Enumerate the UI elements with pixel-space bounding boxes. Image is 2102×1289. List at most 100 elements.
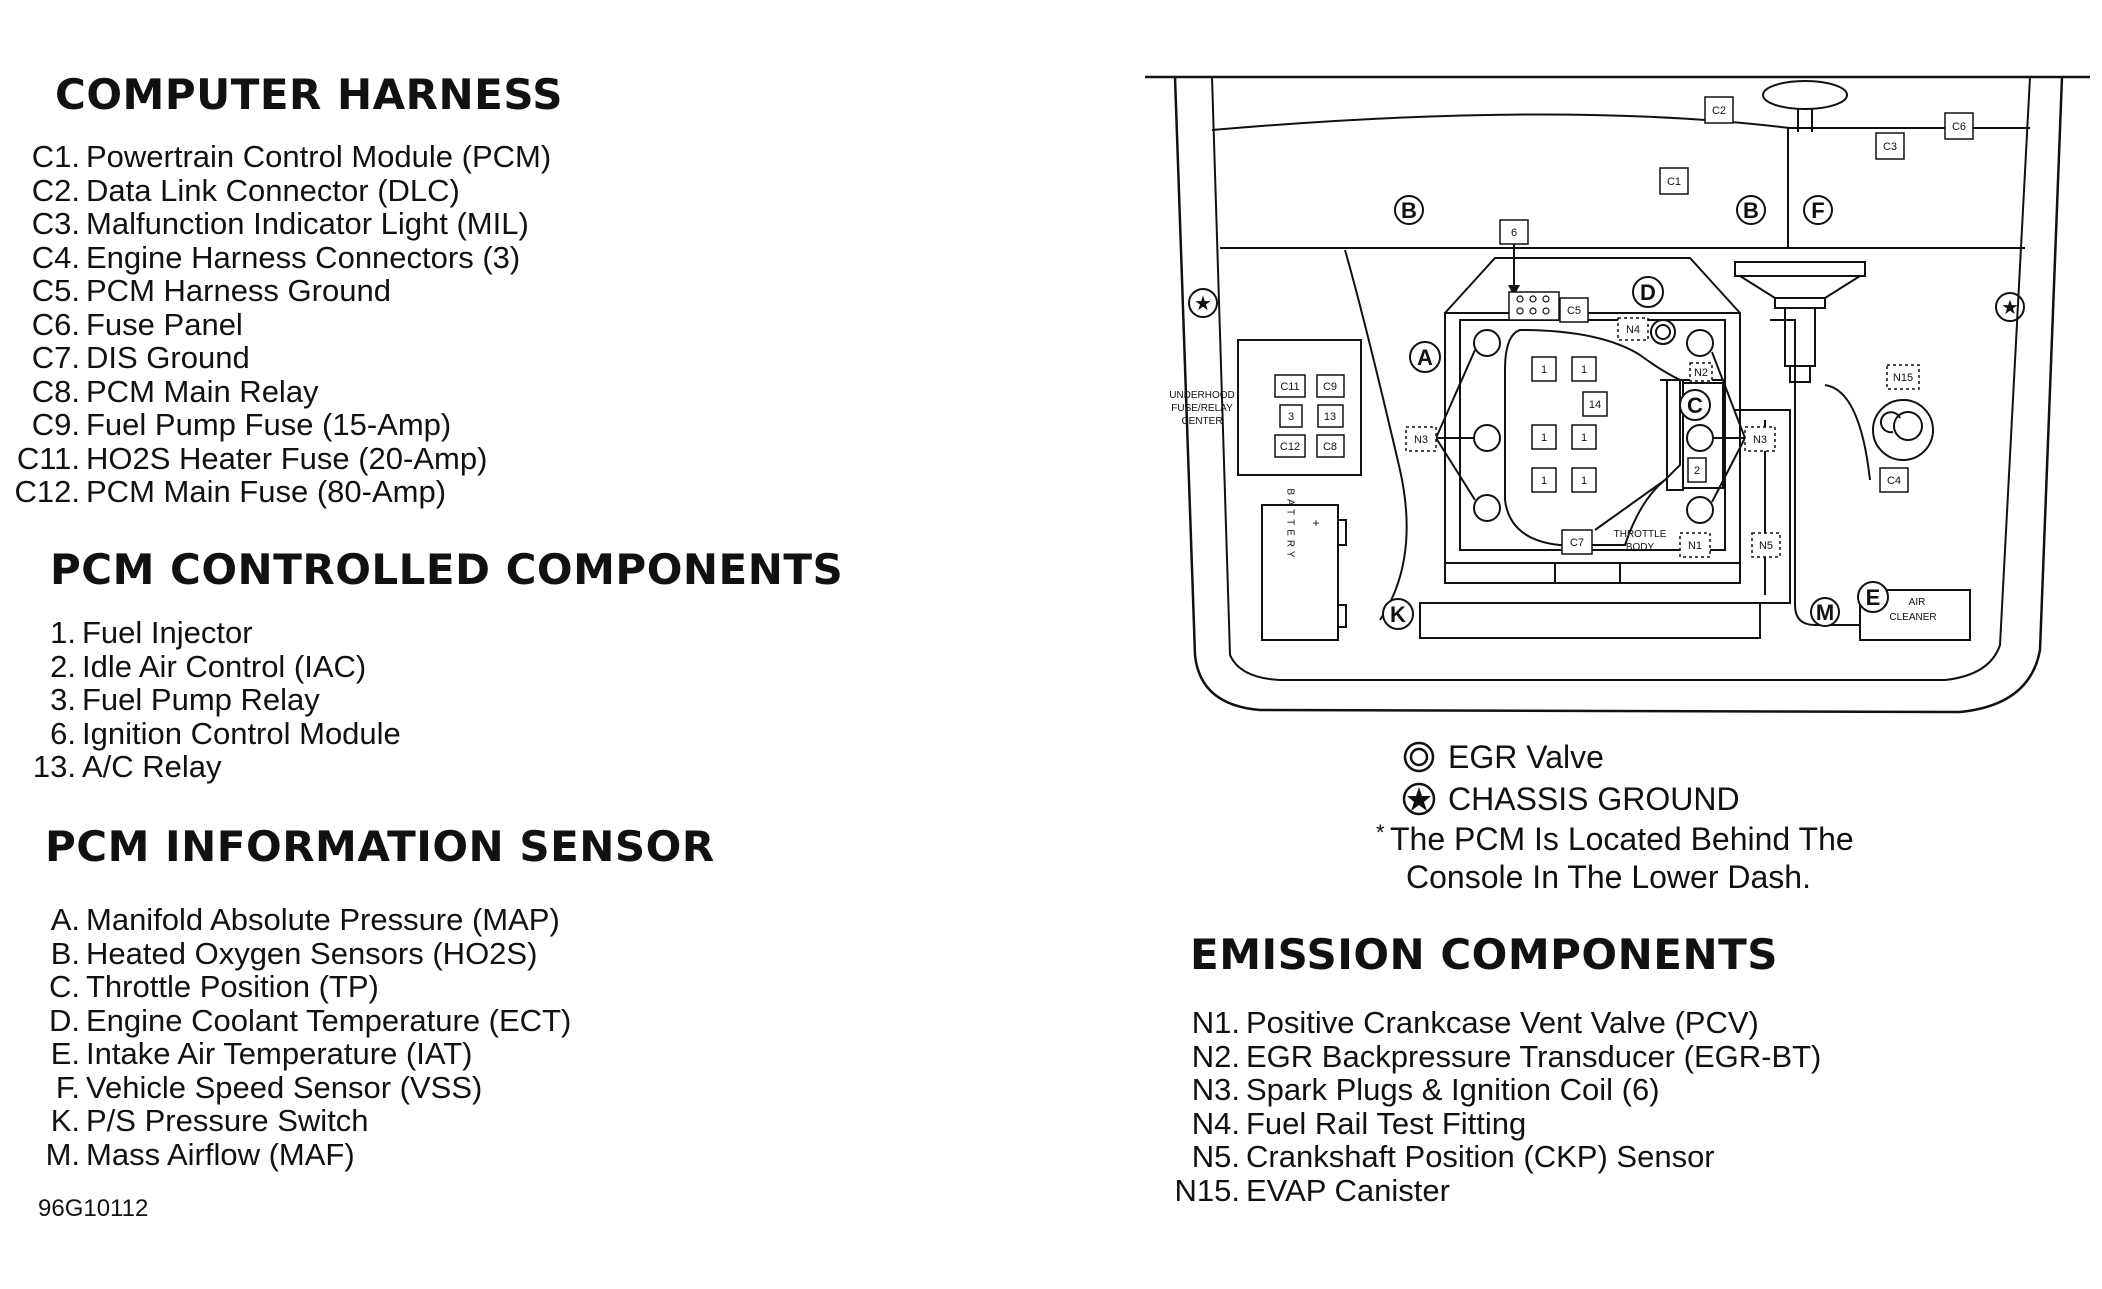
item-code: F.: [55, 1069, 80, 1105]
marker-c: C: [1687, 393, 1703, 418]
list-item: D.Engine Coolant Temperature (ECT): [32, 1002, 572, 1038]
throttle-body-label-2: BODY: [1626, 542, 1655, 553]
chassis-ground-icon: [1402, 782, 1436, 816]
item-code: C2.: [31, 172, 80, 208]
item-code: 2.: [50, 648, 76, 684]
item-code: B.: [50, 935, 80, 971]
item-label: Engine Harness Connectors (3): [86, 239, 521, 275]
item-label: Fuse Panel: [86, 306, 243, 342]
item-code: N1.: [1191, 1005, 1240, 1040]
item-code: E.: [50, 1036, 80, 1071]
item-code: C11.: [16, 440, 80, 476]
list-item: N15.EVAP Canister: [1170, 1172, 1821, 1208]
list-item: N1.Positive Crankcase Vent Valve (PCV): [1170, 1006, 1821, 1040]
item-label: Engine Coolant Temperature (ECT): [86, 1002, 572, 1038]
item-label: EGR Backpressure Transducer (EGR-BT): [1246, 1038, 1822, 1074]
marker-b-right: B: [1743, 198, 1759, 223]
item-label: P/S Pressure Switch: [86, 1103, 369, 1138]
list-item: C7.DIS Ground: [0, 341, 551, 375]
label-c6: C6: [1952, 121, 1966, 133]
item-label: Manifold Absolute Pressure (MAP): [86, 902, 560, 937]
item-code: N15.: [1174, 1172, 1240, 1208]
label-c12: C12: [1280, 441, 1300, 453]
note-line-2: Console In The Lower Dash.: [1406, 859, 1811, 895]
item-code: 1.: [50, 615, 76, 650]
list-item: N5.Crankshaft Position (CKP) Sensor: [1170, 1140, 1821, 1174]
label-injector-1c: 1: [1541, 432, 1547, 444]
item-label: Crankshaft Position (CKP) Sensor: [1246, 1139, 1715, 1174]
underhood-label-1: UNDERHOOD: [1169, 390, 1235, 401]
battery-plus-label: +: [1312, 516, 1319, 530]
pcm-information-title: PCM INFORMATION SENSOR: [45, 822, 715, 871]
label-injector-1b: 1: [1581, 364, 1587, 376]
figure-code: 96G10112: [38, 1195, 149, 1222]
chassis-ground-star-right: ★: [2001, 297, 2019, 319]
item-code: A.: [50, 902, 80, 937]
list-item: 6.Ignition Control Module: [28, 715, 401, 751]
emission-components-list: N1.Positive Crankcase Vent Valve (PCV) N…: [1170, 1006, 1822, 1208]
pcm-controlled-list: 1.Fuel Injector 2.Idle Air Control (IAC)…: [28, 616, 401, 784]
item-code: D.: [49, 1002, 80, 1038]
item-label: Idle Air Control (IAC): [82, 648, 367, 684]
item-label: A/C Relay: [82, 749, 222, 784]
list-item: 3.Fuel Pump Relay: [28, 683, 401, 717]
marker-b-left: B: [1401, 198, 1417, 223]
marker-f: F: [1811, 198, 1824, 223]
underhood-label-3: CENTER: [1181, 416, 1222, 427]
item-code: C6.: [31, 306, 80, 342]
list-item: C12.PCM Main Fuse (80-Amp): [0, 475, 551, 509]
item-code: 13.: [32, 749, 76, 784]
item-code: M.: [45, 1136, 80, 1172]
item-code: C1.: [31, 139, 80, 174]
marker-e: E: [1866, 585, 1881, 610]
note-line-1: The PCM Is Located Behind The: [1390, 821, 1854, 857]
list-item: C4.Engine Harness Connectors (3): [0, 239, 551, 275]
item-code: C12.: [14, 474, 80, 509]
label-2: 2: [1694, 465, 1700, 477]
item-label: Throttle Position (TP): [86, 969, 379, 1004]
label-injector-1d: 1: [1581, 432, 1587, 444]
list-item: C9.Fuel Pump Fuse (15-Amp): [0, 408, 551, 442]
item-label: Fuel Rail Test Fitting: [1246, 1105, 1527, 1141]
item-label: Positive Crankcase Vent Valve (PCV): [1246, 1005, 1759, 1040]
item-label: Fuel Pump Relay: [82, 682, 320, 717]
list-item: 2.Idle Air Control (IAC): [28, 648, 401, 684]
marker-d: D: [1640, 280, 1656, 305]
list-item: N4.Fuel Rail Test Fitting: [1170, 1105, 1821, 1141]
air-cleaner-label-2: CLEANER: [1889, 612, 1936, 623]
marker-a: A: [1417, 345, 1433, 370]
item-code: N4.: [1191, 1105, 1240, 1141]
engine-compartment-diagram: B B F D A C K M E ★ ★ C2 C3 C6 C1 6 C5 C…: [1145, 75, 2090, 714]
label-injector-1a: 1: [1541, 364, 1547, 376]
item-code: 3.: [50, 682, 76, 717]
item-label: PCM Main Fuse (80-Amp): [86, 474, 447, 509]
chassis-ground-star-left: ★: [1194, 293, 1212, 315]
label-c1: C1: [1667, 176, 1681, 188]
label-injector-1e: 1: [1541, 475, 1547, 487]
list-item: C3.Malfunction Indicator Light (MIL): [0, 207, 551, 241]
label-c4: C4: [1887, 475, 1901, 487]
label-14: 14: [1589, 399, 1601, 411]
air-cleaner-label-1: AIR: [1909, 597, 1926, 608]
list-item: K.P/S Pressure Switch: [32, 1104, 571, 1138]
list-item: 13.A/C Relay: [28, 750, 401, 784]
item-code: C.: [49, 969, 80, 1004]
list-item: C.Throttle Position (TP): [32, 970, 571, 1004]
item-label: Fuel Pump Fuse (15-Amp): [86, 407, 452, 442]
marker-m: M: [1816, 600, 1834, 625]
list-item: F.Vehicle Speed Sensor (VSS): [32, 1069, 571, 1105]
list-item: C11.HO2S Heater Fuse (20-Amp): [0, 440, 551, 476]
item-label: Spark Plugs & Ignition Coil (6): [1246, 1072, 1660, 1107]
item-code: N5.: [1191, 1139, 1240, 1174]
item-label: Data Link Connector (DLC): [86, 172, 460, 208]
item-label: Ignition Control Module: [82, 715, 401, 751]
list-item: C2.Data Link Connector (DLC): [0, 172, 551, 208]
item-label: Vehicle Speed Sensor (VSS): [86, 1069, 483, 1105]
item-label: PCM Main Relay: [86, 373, 319, 409]
list-item: N2.EGR Backpressure Transducer (EGR-BT): [1170, 1038, 1822, 1074]
list-item: E.Intake Air Temperature (IAT): [32, 1037, 571, 1071]
list-item: C8.PCM Main Relay: [0, 373, 551, 409]
label-6: 6: [1511, 227, 1517, 239]
list-item: M.Mass Airflow (MAF): [32, 1136, 571, 1172]
label-n2: N2: [1694, 367, 1708, 379]
